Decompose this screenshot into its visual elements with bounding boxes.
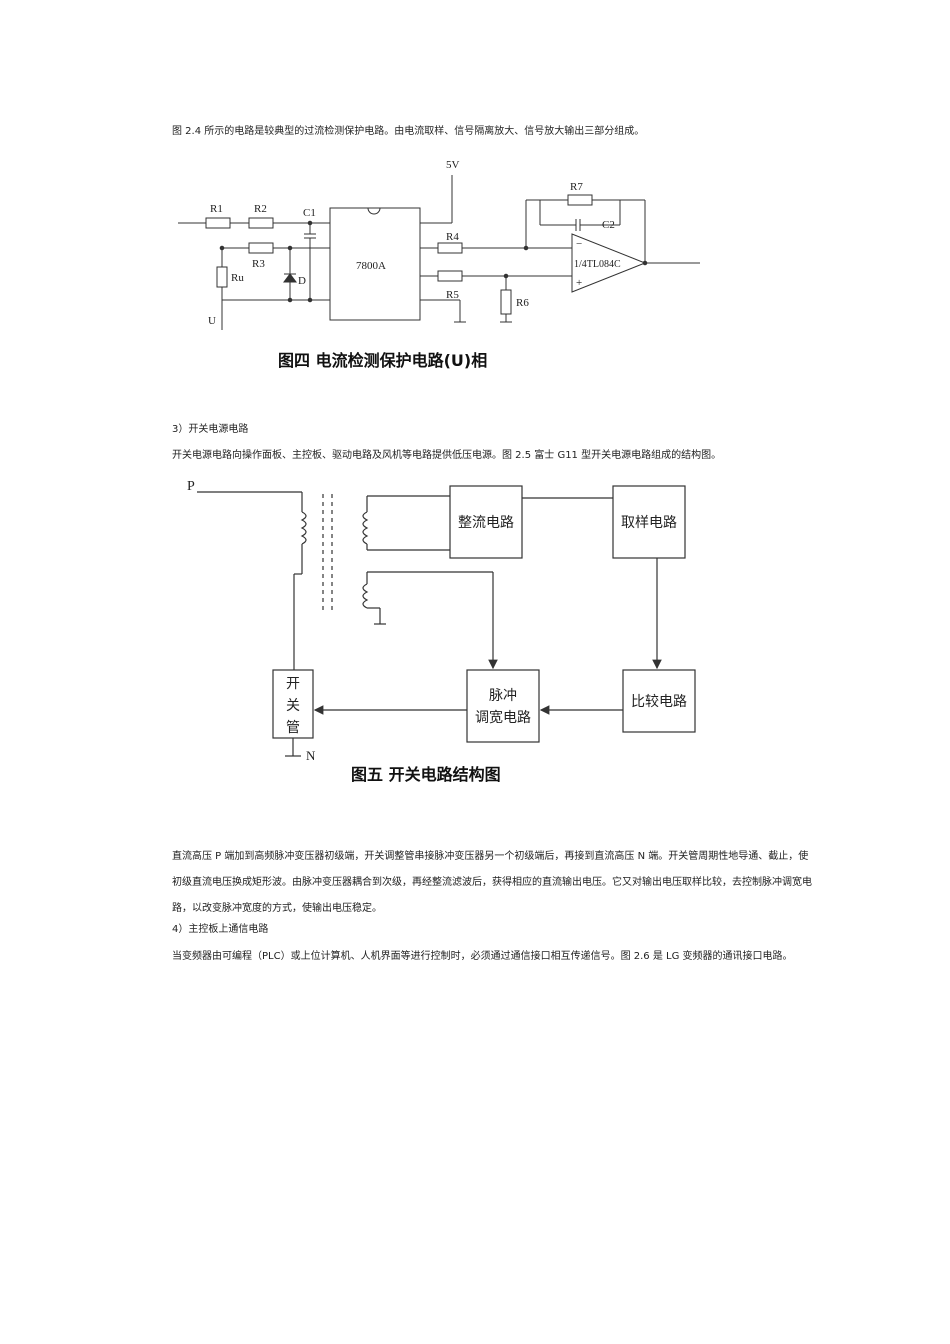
label-ru: Ru — [231, 272, 244, 284]
box-sampling: 取样电路 — [621, 515, 677, 531]
label-n: N — [306, 748, 316, 763]
label-c1: C1 — [303, 207, 316, 219]
box-compare: 比较电路 — [631, 694, 687, 710]
heading-switching-power: 3）开关电源电路 — [172, 424, 249, 435]
label-r1: R1 — [210, 203, 223, 215]
box-switch-char3: 管 — [286, 720, 300, 736]
label-d: D — [298, 275, 306, 287]
label-r6: R6 — [516, 297, 529, 309]
figure4-caption: 图四 电流检测保护电路(U)相 — [278, 351, 487, 370]
figure-switching-circuit: P N 整流电路 取样电路 比较电路 脉冲 调宽电路 开 关 管 图五 开关电路… — [187, 479, 696, 784]
label-plus: + — [576, 277, 582, 289]
label-r7: R7 — [570, 181, 583, 193]
label-r5: R5 — [446, 289, 459, 301]
intro-paragraph: 图 2.4 所示的电路是较典型的过流检测保护电路。由电流取样、信号隔离放大、信号… — [172, 126, 645, 137]
label-p: P — [187, 479, 195, 494]
figure-current-detection: 5V R1 R2 C1 R7 C2 R3 Ru D 7800A R4 R5 R6… — [178, 159, 700, 370]
label-opamp: 1/4TL084C — [574, 259, 621, 270]
label-c2: C2 — [602, 219, 615, 231]
switching-description-paragraph: 直流高压 P 端加到高频脉冲变压器初级端，开关调整管串接脉冲变压器另一个初级端后… — [172, 851, 812, 914]
box-switch-char2: 关 — [286, 698, 300, 714]
label-r4: R4 — [446, 231, 459, 243]
switching-power-paragraph: 开关电源电路向操作面板、主控板、驱动电路及风机等电路提供低压电源。图 2.5 富… — [172, 450, 722, 461]
box-rectifier: 整流电路 — [458, 515, 514, 531]
box-pwm-line2: 调宽电路 — [475, 709, 531, 726]
box-pwm-line1: 脉冲 — [489, 688, 517, 704]
communication-paragraph: 当变频器由可编程（PLC）或上位计算机、人机界面等进行控制时，必须通过通信接口相… — [172, 951, 793, 962]
label-minus: − — [576, 238, 582, 250]
label-ic: 7800A — [356, 260, 386, 272]
box-switch-char1: 开 — [286, 676, 300, 692]
figure5-caption: 图五 开关电路结构图 — [351, 765, 501, 784]
label-u: U — [208, 315, 216, 327]
label-r3: R3 — [252, 258, 265, 270]
heading-communication: 4）主控板上通信电路 — [172, 924, 269, 935]
label-5v: 5V — [446, 159, 460, 171]
label-r2: R2 — [254, 203, 267, 215]
